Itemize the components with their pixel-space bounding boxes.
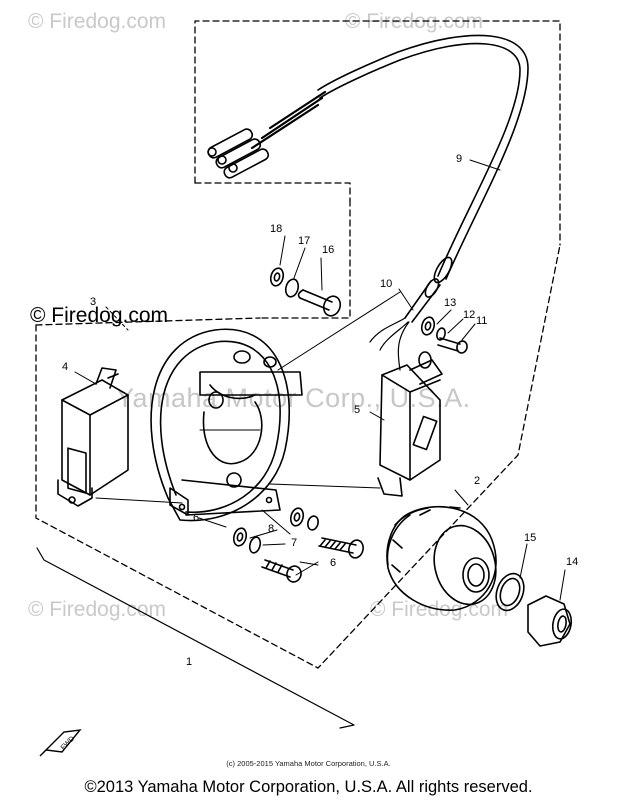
callout-6b: 6 (330, 557, 337, 569)
watermark: © Firedog.com (30, 304, 169, 327)
washer-8b (289, 507, 305, 527)
callout-6a: 6 (193, 512, 200, 524)
wire-harness (207, 34, 529, 371)
callout-4: 4 (62, 361, 69, 373)
callout-9: 9 (456, 153, 463, 165)
callout-18: 18 (270, 223, 283, 235)
watermark: © Firedog.com (28, 10, 167, 33)
callout-10: 10 (380, 278, 393, 290)
callout-11: 11 (476, 315, 488, 327)
callout-12: 12 (463, 309, 476, 321)
washer-15 (495, 572, 525, 612)
callout-15: 15 (524, 532, 537, 544)
washer-8a (232, 527, 248, 547)
watermark: © Firedog.com (28, 598, 167, 621)
callout-5: 5 (354, 404, 361, 416)
screw-6a (318, 537, 364, 559)
fwd-badge (39, 729, 82, 757)
callout-14: 14 (566, 556, 579, 568)
washer-8c (307, 515, 319, 531)
callout-3: 3 (90, 296, 97, 308)
callout-1: 1 (186, 656, 193, 668)
washer-17 (284, 278, 300, 298)
nut-14 (527, 595, 573, 647)
callout-7: 7 (291, 537, 298, 549)
screw-6b (261, 559, 302, 583)
ignition-coil-5 (377, 351, 443, 497)
callout-8: 8 (268, 523, 275, 535)
callout-13: 13 (444, 297, 457, 309)
callout-2: 2 (474, 475, 481, 487)
leader-lines (74, 291, 401, 535)
footer-copyright: ©2013 Yamaha Motor Corporation, U.S.A. A… (84, 778, 533, 796)
stator-plate (150, 328, 303, 522)
callout-16: 16 (322, 244, 335, 256)
screw-11 (437, 337, 468, 354)
dashed-outline (35, 20, 561, 669)
washer-7 (248, 536, 262, 554)
callout-leaders (198, 159, 566, 601)
diagram-copyright: (c) 2005-2015 Yamaha Motor Corporation, … (226, 759, 391, 768)
rotor (386, 505, 497, 611)
callout-17: 17 (298, 235, 311, 247)
washer-18 (269, 267, 285, 287)
screw-16 (297, 289, 342, 317)
washer-12 (436, 327, 446, 341)
corp-watermark: Yamaha Motor Corp., U.S.A. (116, 383, 471, 413)
assembly-bracket (36, 547, 355, 729)
ignition-coil-4 (57, 367, 129, 507)
washer-13 (420, 316, 436, 336)
